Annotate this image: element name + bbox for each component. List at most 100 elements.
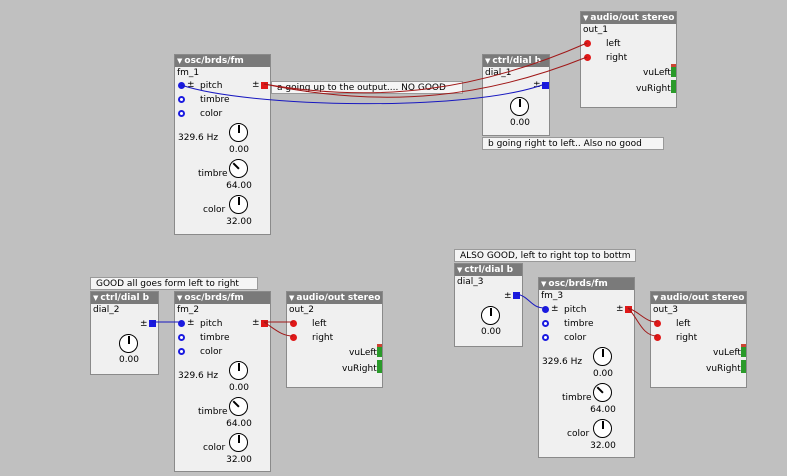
timbre-inlet[interactable] [178,96,185,103]
instance-name[interactable]: dial_3 [457,277,484,287]
audio-out-object-out2[interactable]: ▼audio/out stereo out_2 left right vuLef… [286,291,383,388]
instance-name[interactable]: dial_2 [93,305,120,315]
color-dial[interactable] [229,433,248,452]
left-inlet[interactable] [290,320,297,327]
collapse-triangle-icon[interactable]: ▼ [289,294,295,302]
comment-also-good[interactable]: ALSO GOOD, left to right top to bottm [454,249,636,262]
object-type: audio/out stereo [296,293,381,303]
pitch-modulation-toggle[interactable]: ± [187,80,195,90]
right-label: right [312,333,334,343]
object-title-bar[interactable]: ▼ctrl/dial b [455,264,522,276]
object-title-bar[interactable]: ▼audio/out stereo [651,292,746,304]
instance-name[interactable]: dial_1 [485,68,512,78]
object-type: ctrl/dial b [492,56,542,66]
dial-value: 0.00 [118,355,140,365]
right-inlet[interactable] [654,334,661,341]
wave-outlet[interactable] [625,306,632,313]
collapse-triangle-icon[interactable]: ▼ [583,14,589,22]
audio-out-object-out3[interactable]: ▼audio/out stereo out_3 left right vuLef… [650,291,747,388]
object-title-bar[interactable]: ▼osc/brds/fm [175,55,270,67]
timbre-inlet-label: timbre [200,95,230,105]
value-dial[interactable] [481,306,500,325]
osc-fm-object-fm1[interactable]: ▼osc/brds/fm fm_1 ± pitch timbre color ±… [174,54,271,235]
instance-name[interactable]: out_1 [583,25,608,35]
pitch-inlet[interactable] [178,320,185,327]
timbre-dial-label: timbre [198,407,228,417]
collapse-triangle-icon[interactable]: ▼ [93,294,99,302]
osc-fm-object-fm2[interactable]: ▼osc/brds/fm fm_2 ± pitch timbre color ±… [174,291,271,472]
object-title-bar[interactable]: ▼osc/brds/fm [175,292,270,304]
timbre-inlet[interactable] [178,334,185,341]
collapse-triangle-icon[interactable]: ▼ [541,280,547,288]
right-inlet[interactable] [584,54,591,61]
color-dial-label: color [203,443,226,453]
dial-value: 0.00 [480,327,502,337]
vu-right-label: vuRight [706,364,741,374]
pitch-dial[interactable] [229,123,248,142]
pitch-dial[interactable] [593,347,612,366]
instance-name[interactable]: fm_3 [541,291,564,301]
dial-object-dial3[interactable]: ▼ctrl/dial b dial_3 ± 0.00 [454,263,523,347]
comment-b-no-good[interactable]: b going right to left.. Also no good [482,137,664,150]
instance-name[interactable]: out_2 [289,305,314,315]
collapse-triangle-icon[interactable]: ▼ [653,294,659,302]
collapse-triangle-icon[interactable]: ▼ [177,57,183,65]
timbre-inlet[interactable] [542,320,549,327]
dial-object-dial2[interactable]: ▼ctrl/dial b dial_2 ± 0.00 [90,291,159,375]
color-inlet[interactable] [178,348,185,355]
collapse-triangle-icon[interactable]: ▼ [457,266,463,274]
instance-name[interactable]: out_3 [653,305,678,315]
object-type: osc/brds/fm [548,279,608,289]
timbre-dial[interactable] [593,383,612,402]
object-title-bar[interactable]: ▼ctrl/dial b [91,292,158,304]
instance-name[interactable]: fm_2 [177,305,200,315]
dial-object-dial1[interactable]: ▼ctrl/dial b dial_1 ± 0.00 [482,54,550,136]
left-inlet[interactable] [584,40,591,47]
audio-out-object-out1[interactable]: ▼audio/out stereo out_1 left right vuLef… [580,11,677,108]
osc-fm-object-fm3[interactable]: ▼osc/brds/fm fm_3 ± pitch timbre color ±… [538,277,635,458]
outlet-pm-label: ± [252,318,260,328]
color-value: 32.00 [226,217,252,227]
wave-outlet[interactable] [261,82,268,89]
left-inlet[interactable] [654,320,661,327]
vu-right-label: vuRight [342,364,377,374]
color-dial[interactable] [593,419,612,438]
pitch-modulation-toggle[interactable]: ± [187,318,195,328]
vu-left-label: vuLeft [643,68,671,78]
value-dial[interactable] [119,334,138,353]
collapse-triangle-icon[interactable]: ▼ [177,294,183,302]
pitch-modulation-toggle[interactable]: ± [551,304,559,314]
collapse-triangle-icon[interactable]: ▼ [485,57,491,65]
timbre-value: 64.00 [590,405,616,415]
pitch-value: 0.00 [228,145,250,155]
color-inlet[interactable] [542,334,549,341]
color-dial[interactable] [229,195,248,214]
pitch-label: pitch [200,319,223,329]
color-inlet[interactable] [178,110,185,117]
vu-right-meter [671,80,676,93]
dial-outlet[interactable] [542,82,549,89]
vu-right-label: vuRight [636,84,671,94]
pitch-dial[interactable] [229,361,248,380]
color-inlet-label: color [564,333,587,343]
timbre-dial[interactable] [229,397,248,416]
dial-outlet[interactable] [149,320,156,327]
outlet-pm-label: ± [140,319,148,329]
object-title-bar[interactable]: ▼audio/out stereo [287,292,382,304]
object-title-bar[interactable]: ▼ctrl/dial b [483,55,549,67]
pitch-inlet[interactable] [542,306,549,313]
dial-outlet[interactable] [513,292,520,299]
dial-value: 0.00 [509,118,531,128]
comment-good[interactable]: GOOD all goes form left to right [90,277,258,290]
timbre-value: 64.00 [226,181,252,191]
object-title-bar[interactable]: ▼osc/brds/fm [539,278,634,290]
comment-a-no-good[interactable]: a going up to the output.... NO GOOD [271,81,463,94]
value-dial[interactable] [510,97,529,116]
right-inlet[interactable] [290,334,297,341]
timbre-dial[interactable] [229,159,248,178]
instance-name[interactable]: fm_1 [177,68,200,78]
pitch-inlet[interactable] [178,82,185,89]
object-title-bar[interactable]: ▼audio/out stereo [581,12,676,24]
wave-outlet[interactable] [261,320,268,327]
